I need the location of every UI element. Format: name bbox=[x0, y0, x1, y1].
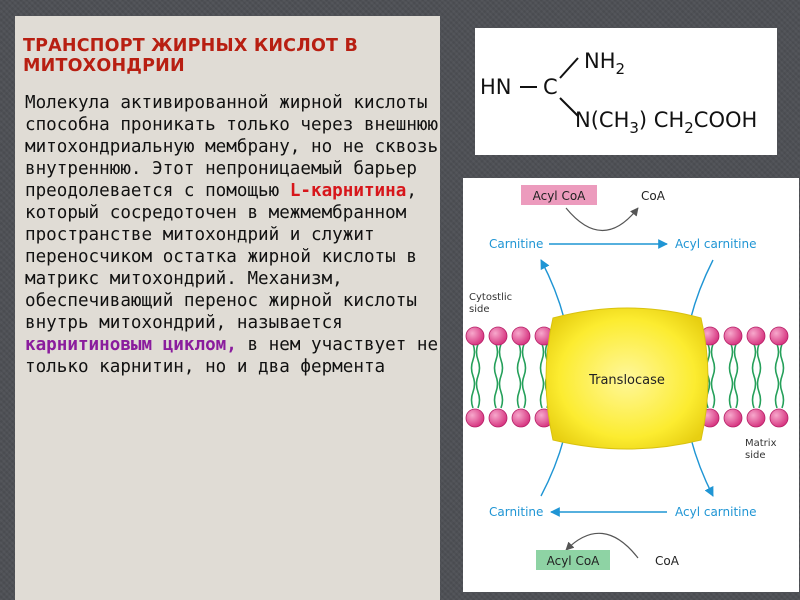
coa-uptake-arrow-bottom bbox=[565, 532, 639, 559]
text-panel: ТРАНСПОРТ ЖИРНЫХ КИСЛОТ В МИТОХОНДРИИ Мо… bbox=[15, 16, 440, 600]
formula-n-group: N(CH3) CH2COOH bbox=[575, 108, 757, 137]
formula-carbon: C bbox=[543, 75, 558, 99]
slide-title: ТРАНСПОРТ ЖИРНЫХ КИСЛОТ В МИТОХОНДРИИ bbox=[23, 36, 359, 76]
l-carnitine-term: L-карнитина bbox=[289, 181, 407, 201]
acyl-carnitine-top-label: Acyl carnitine bbox=[675, 237, 757, 251]
translocase-label: Translocase bbox=[588, 373, 665, 388]
acyl-carnitine-bottom-label: Acyl carnitine bbox=[675, 505, 757, 519]
coa-top-label: CoA bbox=[641, 189, 666, 203]
body-text-part-2: , который сосредоточен в межмембранном п… bbox=[25, 181, 417, 333]
coa-bottom-label: CoA bbox=[655, 554, 680, 568]
carnitine-top-label: Carnitine bbox=[489, 237, 543, 251]
carnitine-formula: NH2 HN C N(CH3) CH2COOH bbox=[475, 28, 777, 155]
carnitine-cycle-term: карнитиновым циклом, bbox=[25, 335, 237, 355]
carnitine-translocase-diagram: Acyl CoA CoA Carnitine Acyl carnitine Cy… bbox=[463, 178, 799, 592]
carnitine-bottom-label: Carnitine bbox=[489, 505, 543, 519]
body-text-part-1: Молекула активированной жирной кислоты с… bbox=[25, 93, 439, 201]
formula-bond-lower bbox=[559, 97, 579, 117]
formula-bond-upper bbox=[559, 57, 579, 79]
membrane-right bbox=[700, 326, 789, 428]
body-text-part-3: в нем участвует не только карнитин, но и… bbox=[25, 335, 439, 377]
acyl-coa-bottom-label: Acyl CoA bbox=[547, 554, 601, 568]
formula-nh2: NH2 bbox=[584, 49, 625, 78]
membrane-left bbox=[465, 326, 554, 428]
coa-release-arrow-top bbox=[565, 207, 639, 231]
acyl-coa-top-label: Acyl CoA bbox=[533, 189, 587, 203]
acyl-coa-bottom-badge bbox=[536, 550, 610, 570]
formula-hn: HN bbox=[480, 75, 512, 99]
body-paragraph: Молекула активированной жирной кислоты с… bbox=[25, 92, 440, 378]
translocase-protein bbox=[545, 307, 709, 450]
diagram-drawing: Acyl CoA CoA Carnitine Acyl carnitine Cy… bbox=[465, 185, 789, 570]
acyl-coa-top-badge bbox=[521, 185, 597, 205]
formula-drawing: NH2 HN C N(CH3) CH2COOH bbox=[480, 49, 757, 137]
